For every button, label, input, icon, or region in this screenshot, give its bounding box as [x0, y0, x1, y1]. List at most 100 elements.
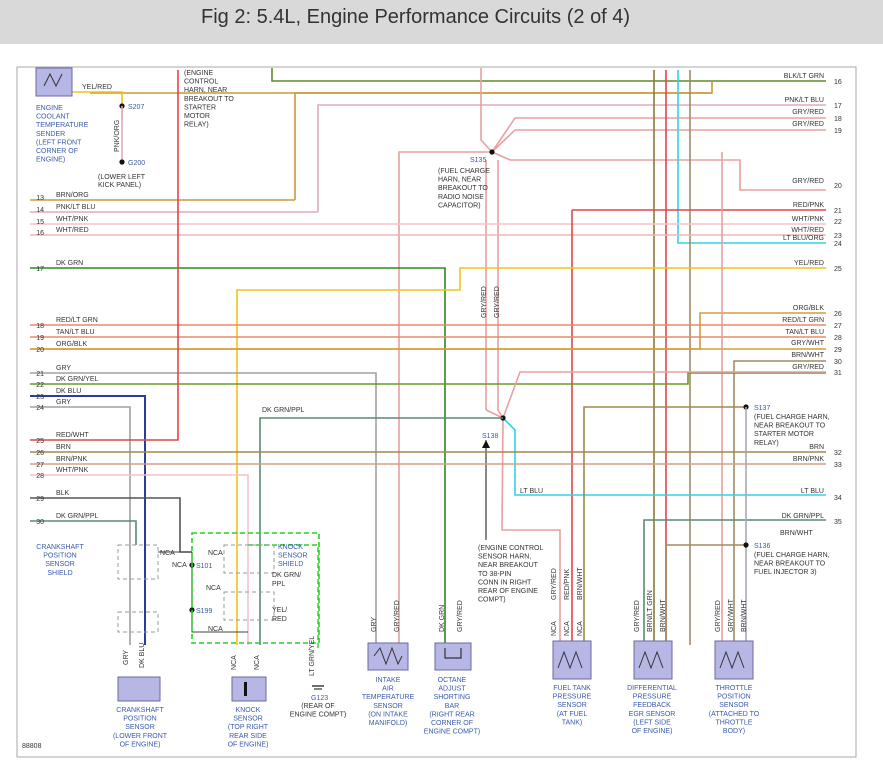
- dpfe-label: EGR SENSOR: [629, 711, 676, 718]
- s136-note: (FUEL CHARGE HARN,: [754, 552, 830, 559]
- tps-symbol: [719, 650, 745, 670]
- ect-label: CORNER OF: [36, 148, 78, 155]
- wire-label-dk-grn-ppl-ks: DK GRN/: [272, 572, 301, 579]
- wire-label-red-pnk: RED/PNK: [793, 202, 824, 209]
- tps-label: THROTTLE: [716, 719, 753, 726]
- wire-label-iat-gry-red: GRY/RED: [394, 600, 401, 632]
- wire-label-octane-dk-grn: DK GRN: [439, 605, 446, 632]
- wire-label-pnk-lt-blu: PNK/LT BLU: [785, 97, 824, 104]
- splice-s135-dot: [489, 149, 495, 155]
- wire-label-brn-wht-arrow: BRN/WHT: [780, 530, 813, 537]
- ks-shield-label: SHIELD: [278, 561, 303, 568]
- s138-note: REAR OF ENGINE: [478, 588, 538, 595]
- wire-label-p13: BRN/ORG: [56, 192, 89, 199]
- dpfe-label: PRESSURE: [633, 694, 672, 701]
- wire-pnk-lt-blu: [317, 104, 826, 212]
- nca-label: NCA: [564, 621, 571, 636]
- components: [35, 67, 754, 702]
- pin-number-left: 13: [36, 195, 44, 202]
- g123-note: (REAR OF: [301, 703, 334, 710]
- wire-gry-red-17: [491, 117, 826, 153]
- wire-label-lt-blu-mid: LT BLU: [520, 488, 543, 495]
- wire-label-p14: PNK/LT BLU: [56, 204, 95, 211]
- wire-label-wht-pnk-r: WHT/PNK: [792, 216, 825, 223]
- wire-wht-pnk-28: [30, 474, 249, 645]
- knock-sensor-body: [231, 676, 267, 702]
- s138-note: SENSOR HARN,: [478, 554, 531, 561]
- wire-label-ckp-gry: GRY: [123, 650, 130, 665]
- ground-g123-label: G123: [311, 695, 328, 702]
- ect-label: TEMPERATURE: [36, 122, 89, 129]
- g200-note: KICK PANEL): [98, 182, 141, 189]
- octane-label: SHORTING: [434, 694, 471, 701]
- wire-label-ect-yel-red: YEL/RED: [82, 84, 112, 91]
- knock-sensor-label: SENSOR: [233, 716, 263, 723]
- wire-label-gry-red-18: GRY/RED: [792, 109, 824, 116]
- wire-dk-blu-23: [30, 395, 146, 645]
- ground-g200-dot: [119, 159, 125, 165]
- wire-label-lt-blu-org: LT BLU/ORG: [783, 235, 824, 242]
- wire-red-wht-25: [30, 70, 179, 441]
- iat-thermistor-symbol: [373, 646, 403, 666]
- splice-s135-label: S135: [470, 157, 486, 164]
- iat-label: TEMPERATURE: [362, 694, 415, 701]
- ckp-shield-label: SENSOR: [45, 561, 75, 568]
- wire-label-ckp-dk-blu: DK BLU: [139, 643, 146, 668]
- octane-bar-symbol: [444, 648, 462, 659]
- ckp-shield-lower: [117, 611, 159, 633]
- splice-s136-label: S136: [754, 543, 770, 550]
- pin-number-left: 23: [36, 394, 44, 401]
- tps-sensor-body: [714, 640, 754, 680]
- wire-dk-grn-ppl-30: [30, 520, 137, 545]
- ckp-shield-label: SHIELD: [47, 570, 72, 577]
- wire-gry-red-to-31: [502, 371, 826, 419]
- pin-number-right: 32: [834, 450, 842, 457]
- pin-number-left: 14: [36, 207, 44, 214]
- wire-label-gry-red-trunk-b: GRY/RED: [494, 286, 501, 318]
- wire-org-blk-20: [30, 312, 826, 350]
- pin-number-right: 19: [834, 128, 842, 135]
- ks-shield-label: SENSOR: [278, 553, 308, 560]
- pin-number-left: 25: [36, 438, 44, 445]
- pin-number-right: 24: [834, 241, 842, 248]
- wire-label-gry-red-trunk-a: GRY/RED: [481, 286, 488, 318]
- engine-control-note: BREAKOUT TO: [184, 96, 234, 103]
- tps-label: POSITION: [717, 694, 750, 701]
- ftp-label: SENSOR: [557, 702, 587, 709]
- splice-s199-label: S199: [196, 608, 212, 615]
- pin-number-left: 28: [36, 473, 44, 480]
- wire-label-yel: YEL/: [272, 607, 287, 614]
- ect-label: ENGINE): [36, 157, 65, 164]
- pin-number-left: 29: [36, 496, 44, 503]
- pin-number-left: 19: [36, 335, 44, 342]
- ftp-label: PRESSURE: [553, 694, 592, 701]
- wire-label-org-blk: ORG/BLK: [793, 305, 824, 312]
- pin-number-left: 16: [36, 230, 44, 237]
- ckp-label: POSITION: [123, 716, 156, 723]
- splice-s101-label: S101: [196, 563, 212, 570]
- wire-label-p29: BLK: [56, 490, 70, 497]
- pin-number-right: 22: [834, 219, 842, 226]
- engine-control-note: (ENGINE: [184, 70, 214, 77]
- knock-sensor-label: REAR SIDE: [229, 733, 267, 740]
- pin-number-right: 30: [834, 359, 842, 366]
- iat-label: AIR: [382, 686, 394, 693]
- nca-label: NCA: [160, 550, 175, 557]
- tps-label: (ATTACHED TO: [709, 711, 760, 718]
- dpfe-label: OF ENGINE): [632, 728, 673, 735]
- dpfe-symbol: [638, 650, 664, 670]
- wire-label-yel-red: YEL/RED: [794, 260, 824, 267]
- nca-label: NCA: [551, 621, 558, 636]
- wires: [30, 68, 826, 650]
- s137-note: STARTER MOTOR: [754, 431, 814, 438]
- s135-note: RADIO NOISE: [438, 194, 484, 201]
- diagram-frame: [16, 66, 857, 758]
- wire-label-p27: BRN/PNK: [56, 456, 87, 463]
- wire-label-p24: GRY: [56, 399, 71, 406]
- wire-label-brn-r: BRN: [809, 444, 824, 451]
- pin-number-right: 31: [834, 370, 842, 377]
- ect-label: (LEFT FRONT: [36, 139, 82, 146]
- wire-label-p28: WHT/PNK: [56, 467, 89, 474]
- wire-label-gry-wht: GRY/WHT: [791, 340, 825, 347]
